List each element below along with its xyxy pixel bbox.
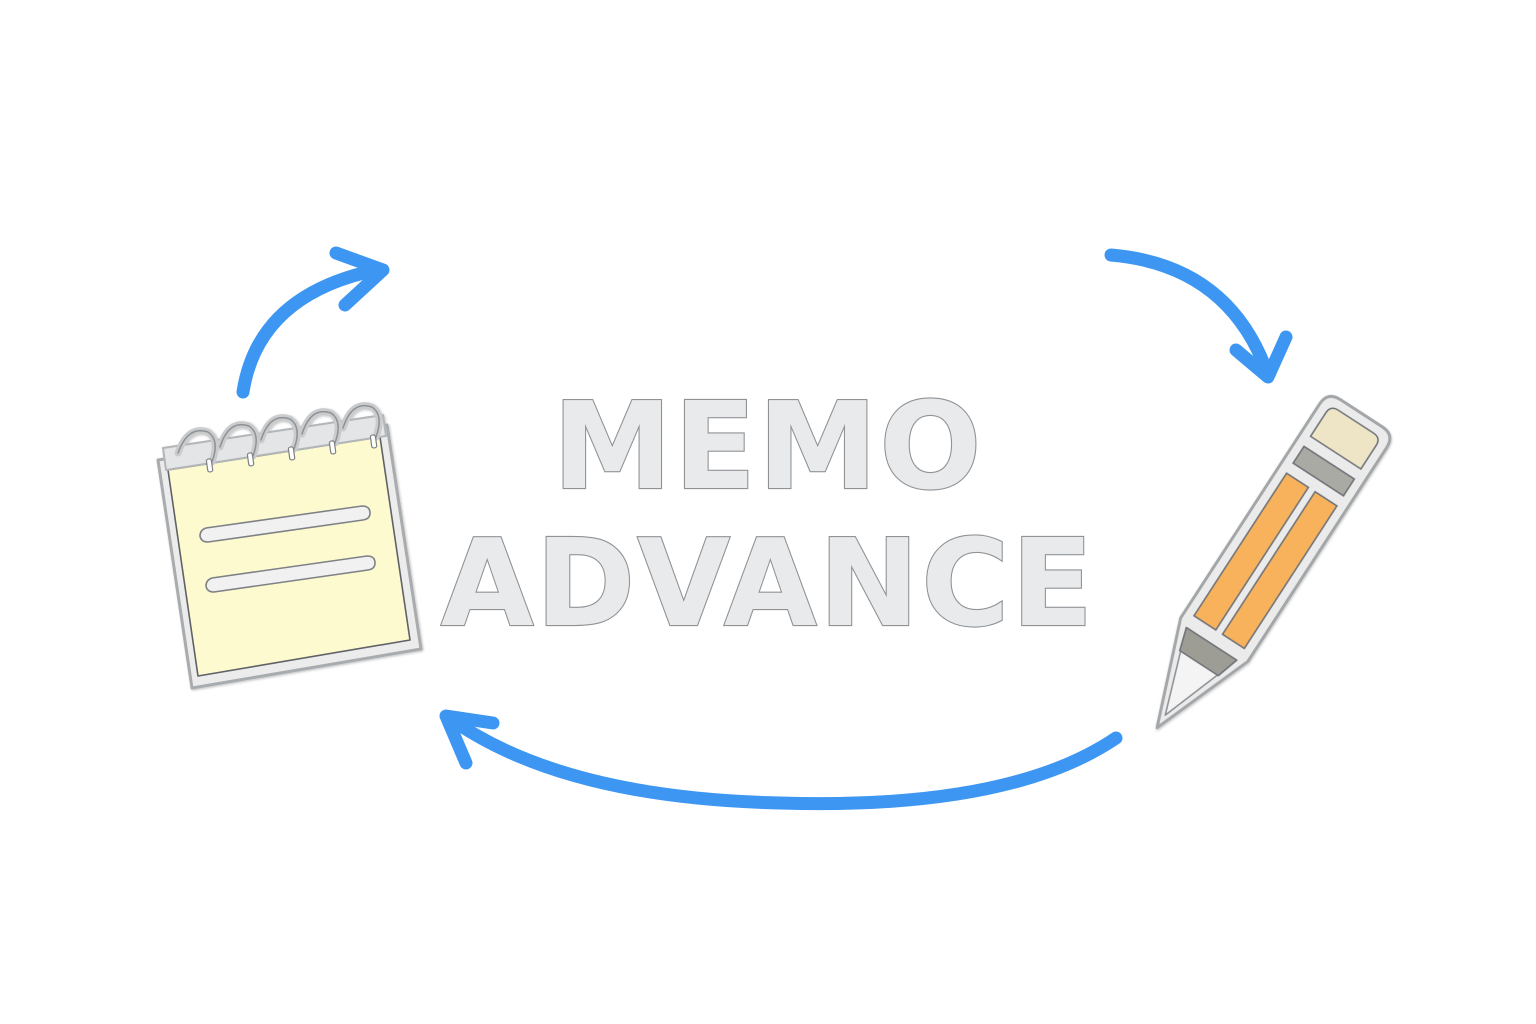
wordmark-line-advance: ADVANCE [441,515,1096,654]
arrow-left-bottom-icon [439,709,1123,811]
arrow-up-right-icon [236,246,390,399]
pencil-icon [1155,394,1392,730]
notepad-icon [156,402,423,690]
arrow-down-right-icon [1104,248,1293,384]
wordmark-line-memo: MEMO [553,378,984,517]
